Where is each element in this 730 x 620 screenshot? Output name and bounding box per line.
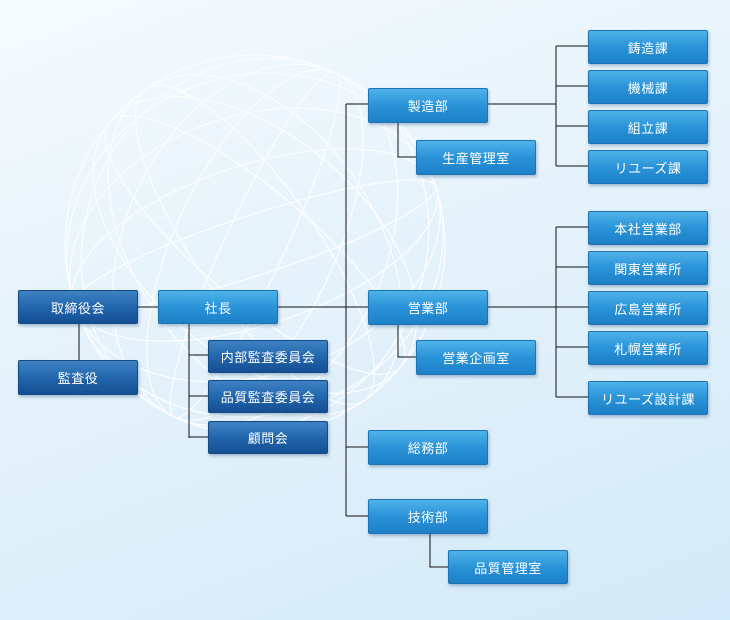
sales-planning-box: 営業企画室 — [416, 340, 536, 375]
sales-office-box: 札幌営業所 — [588, 331, 708, 365]
committee-box: 品質監査委員会 — [208, 380, 328, 413]
sales-dept-box: 営業部 — [368, 290, 488, 325]
section-box: 組立課 — [588, 110, 708, 144]
board-box: 取締役会 — [18, 290, 138, 324]
section-box: 機械課 — [588, 70, 708, 104]
manufacturing-dept-box: 製造部 — [368, 88, 488, 123]
quality-control-box: 品質管理室 — [448, 550, 568, 584]
production-control-box: 生産管理室 — [416, 140, 536, 175]
sales-office-box: 広島営業所 — [588, 291, 708, 325]
sales-office-box: リユーズ設計課 — [588, 381, 708, 415]
committee-box: 顧問会 — [208, 421, 328, 454]
engineering-dept-box: 技術部 — [368, 499, 488, 534]
section-box: リユーズ課 — [588, 150, 708, 184]
section-box: 鋳造課 — [588, 30, 708, 64]
sales-office-box: 関東営業所 — [588, 251, 708, 285]
sales-office-box: 本社営業部 — [588, 211, 708, 245]
general-affairs-dept-box: 総務部 — [368, 430, 488, 465]
committee-box: 内部監査委員会 — [208, 340, 328, 373]
president-box: 社長 — [158, 290, 278, 324]
auditor-box: 監査役 — [18, 360, 138, 395]
